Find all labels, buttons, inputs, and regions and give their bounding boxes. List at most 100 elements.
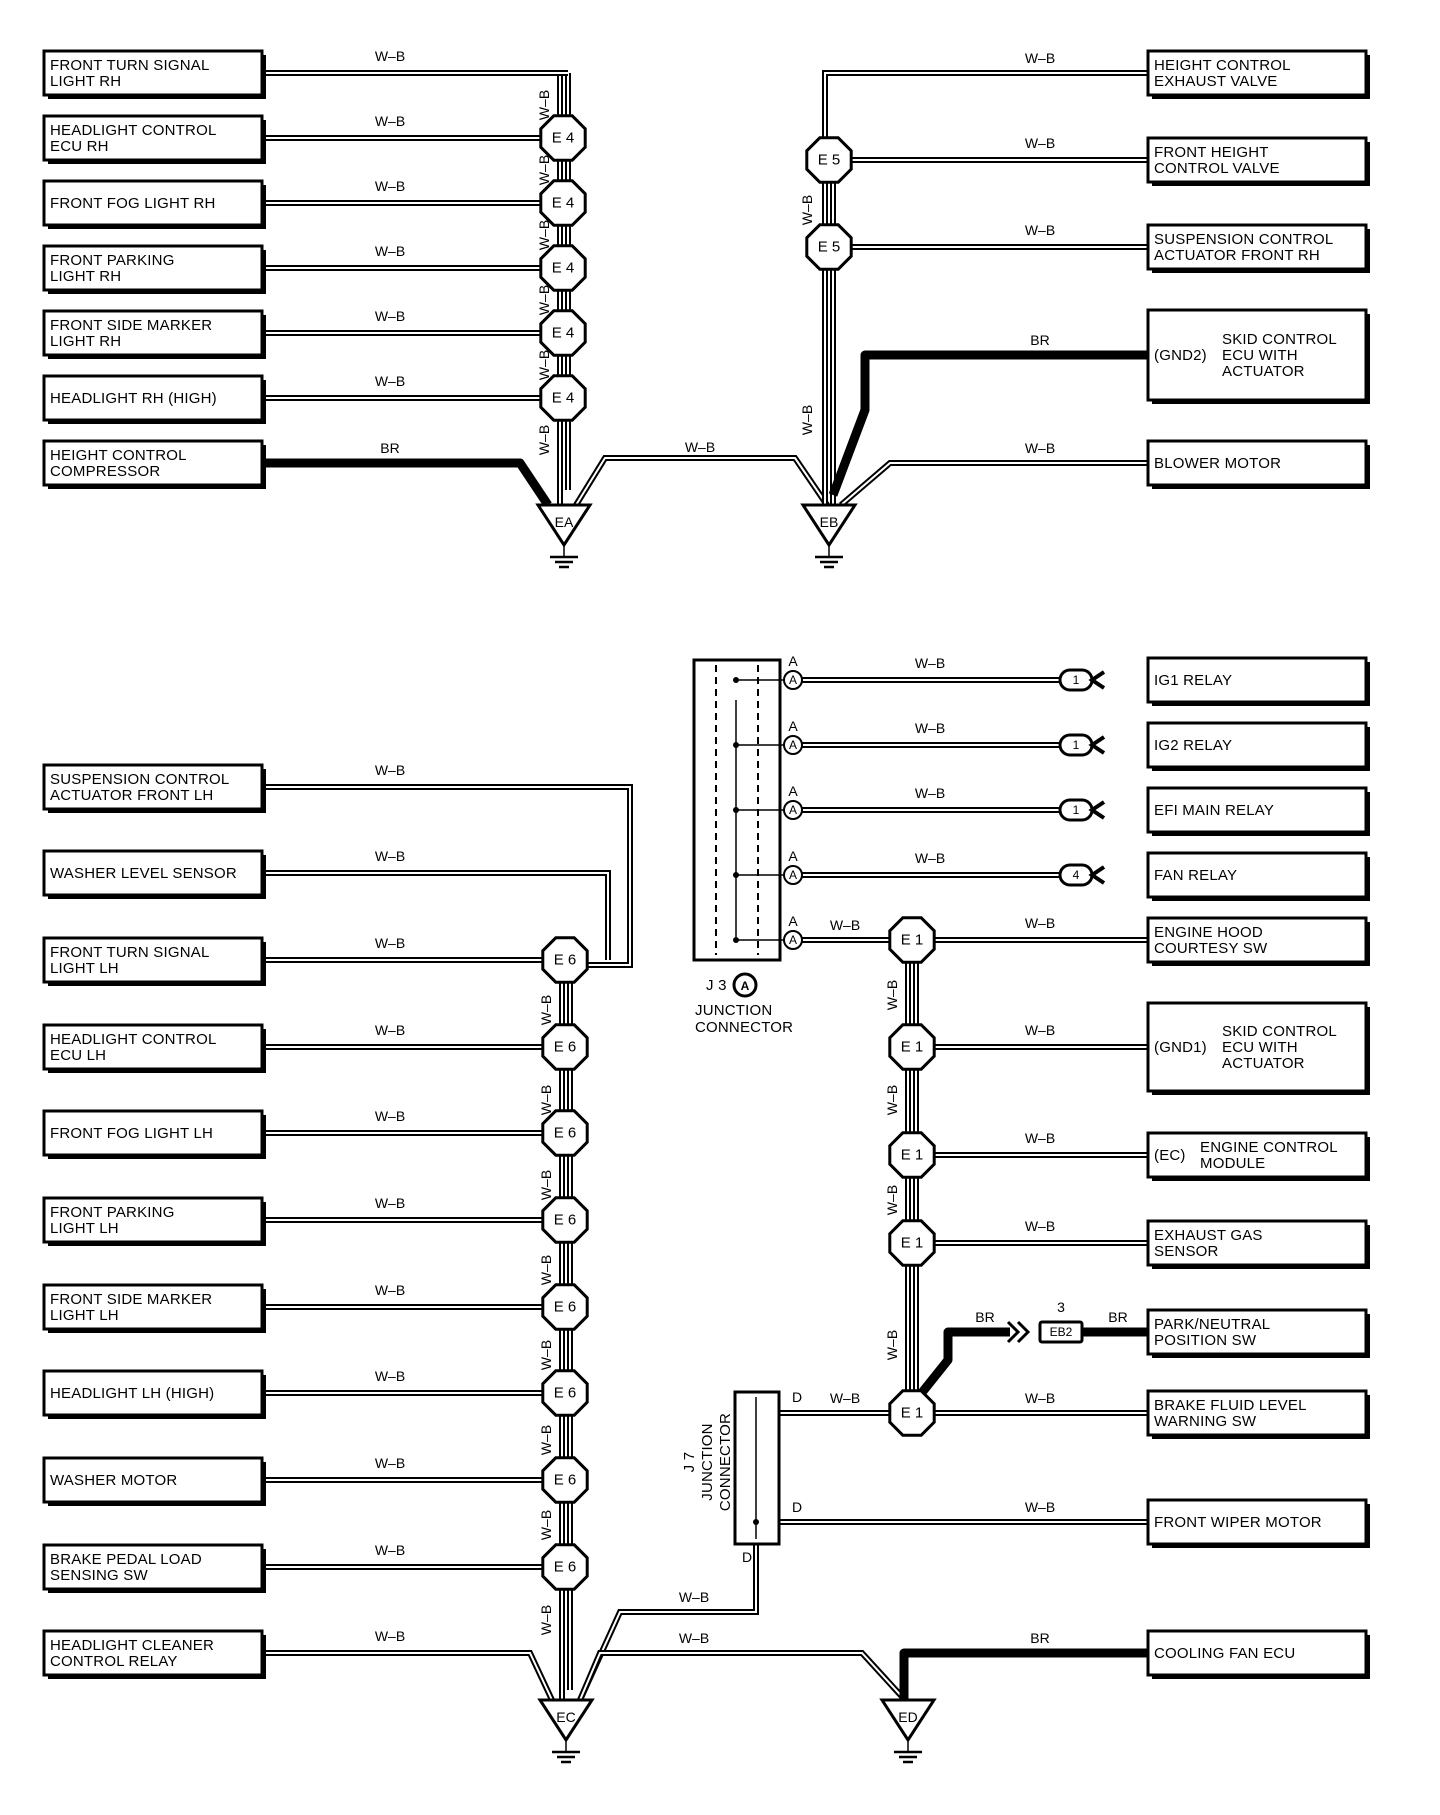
j3-bus-dot [733, 937, 739, 943]
ll-washer-level-sensor-box-label-line: WASHER LEVEL SENSOR [50, 865, 237, 882]
relay-pin-0-label: 1 [1073, 673, 1080, 687]
ll-headlight-control-box-label-line: ECU LH [50, 1047, 106, 1064]
ground-ed-label: ED [898, 1709, 917, 1725]
splice-e1-2: E 1 [888, 1131, 936, 1179]
wire-color-label: W–B [1025, 50, 1055, 66]
splice-e6-4: E 6 [541, 1109, 589, 1157]
br-wire-label: BR [1108, 1309, 1127, 1325]
lr-cooling-fan-box: COOLING FAN ECU [1146, 1629, 1370, 1679]
wire-color-label: W–B [375, 178, 405, 194]
splice-e6-7: E 6 [541, 1369, 589, 1417]
wire-color-label: W–B [1025, 1499, 1055, 1515]
j7-pin-d-2: D [792, 1499, 802, 1515]
relay-pin-2: 1 [1058, 798, 1106, 822]
splice-e6-7-shape [541, 1369, 589, 1417]
lr-park-neutral-box-frame [1146, 1308, 1368, 1356]
lr-skid-control-box-frame [1146, 1001, 1368, 1093]
splice-e5-2-shape [805, 223, 853, 271]
ec-ed-link-wire-core [579, 1652, 906, 1701]
ul-front-parking-box-frame [42, 244, 264, 292]
j7-bus-dot [753, 1519, 759, 1525]
splice-e1-3-shape [888, 1219, 936, 1267]
ll-washer-level-sensor-box-frame [42, 849, 264, 897]
ground-eb-label: EB [820, 514, 839, 530]
ll-washer-motor-box-frame [42, 1456, 264, 1504]
lr-cooling-fan-br-wire [899, 1648, 1148, 1700]
lr-engine-hood-box-label-line: ENGINE HOOD [1154, 924, 1263, 941]
splice-e6-2: E 6 [541, 936, 589, 984]
wire-color-label: W–B [1025, 1390, 1055, 1406]
splice-e6-3-shape [541, 1023, 589, 1071]
ur-height-exhaust-wire-core [824, 72, 1148, 505]
wire-color-label: W–B [1025, 915, 1055, 931]
j3-pin-letter: A [788, 783, 798, 799]
splice-e6-9-shape [541, 1543, 589, 1591]
ll-front-fog-light-lh-box: FRONT FOG LIGHT LH [42, 1109, 266, 1159]
splice-e6-9-label: E 6 [554, 1559, 577, 1576]
splice-e1-0-shape [888, 916, 936, 964]
ll-suspension-control-box-label-line: SUSPENSION CONTROL [50, 771, 229, 788]
j3-pin-letter: A [788, 848, 798, 864]
ur-skid-control-box-label-line: ACTUATOR [1222, 363, 1305, 380]
ur-front-height-box-label-line: CONTROL VALVE [1154, 160, 1280, 177]
ul-front-fog-light-rh-box-label-line: FRONT FOG LIGHT RH [50, 195, 216, 212]
lr-cooling-fan-box-frame [1146, 1629, 1368, 1677]
j7-caption-line: CONNECTOR [717, 1413, 734, 1511]
ll-headlight-cleaner-box-label-line: HEADLIGHT CLEANER [50, 1637, 214, 1654]
ll-headlight-lh-high--box-frame [42, 1369, 264, 1417]
ll-front-side-marker-box-label-line: LIGHT LH [50, 1307, 119, 1324]
ll-suspension-control-box-frame [42, 763, 264, 811]
trunk-wire-label: W–B [536, 90, 552, 120]
wire-color-label: W–B [375, 1542, 405, 1558]
j3-pin-a-4-label: A [789, 933, 797, 947]
splice-e6-4-shape [541, 1109, 589, 1157]
splice-e6-6-shape [541, 1283, 589, 1331]
relay-efi-main-relay-box: EFI MAIN RELAY [1146, 786, 1370, 836]
splice-e1-3: E 1 [888, 1219, 936, 1267]
wire-color-label: W–B [375, 48, 405, 64]
j3-bus-dot [733, 807, 739, 813]
wire-color-label: W–B [1025, 1218, 1055, 1234]
splice-e1-1-label: E 1 [901, 1039, 924, 1056]
ur-susp-front-rh-box-frame [1146, 223, 1368, 271]
splice-e5-2-label: E 5 [818, 239, 841, 256]
ll-front-parking-box-label-line: FRONT PARKING [50, 1204, 175, 1221]
splice-e1-1-shape [888, 1023, 936, 1071]
trunk-wire-label: W–B [536, 155, 552, 185]
ll-headlight-lh-high--box: HEADLIGHT LH (HIGH) [42, 1369, 266, 1419]
j7-to-ec-wire [577, 1544, 759, 1702]
splice-e5-2: E 5 [805, 223, 853, 271]
splice-e6-8-shape [541, 1456, 589, 1504]
splice-e1-4-label: E 1 [901, 1405, 924, 1422]
ur-blower-wire-core [840, 462, 1148, 506]
ground-eb: EB [800, 503, 858, 569]
lr-park-neutral-br-wire-a [912, 1327, 1010, 1403]
wire-color-label: W–B [679, 1589, 709, 1605]
relay-fan-relay-box-frame [1146, 851, 1368, 899]
lr-brake-fluid-box-label-line: WARNING SW [1154, 1413, 1257, 1430]
lr-engine-control-box-pin-label: (EC) [1154, 1147, 1186, 1164]
ul-front-parking-box-label-line: LIGHT RH [50, 268, 121, 285]
br-wire-label: BR [1030, 1630, 1049, 1646]
wire-color-label: W–B [375, 1628, 405, 1644]
wire-color-label: W–B [375, 762, 405, 778]
ur-blower-wire [839, 460, 1148, 508]
lr-skid-control-box-label-line: ECU WITH [1222, 1039, 1298, 1056]
ll-brake-pedal-load-box-label-line: SENSING SW [50, 1567, 148, 1584]
trunk-wire-label: W–B [536, 350, 552, 380]
trunk-wire-label: W–B [538, 1510, 554, 1540]
splice-e6-7-label: E 6 [554, 1385, 577, 1402]
splice-e4-5-shape [539, 374, 587, 422]
trunk-wire-label: W–B [538, 1605, 554, 1635]
lr-exhaust-gas-box-label-line: EXHAUST GAS [1154, 1227, 1263, 1244]
relay-pin-1-label: 1 [1073, 738, 1080, 752]
ul-headlight-control-box-label-line: HEADLIGHT CONTROL [50, 122, 216, 139]
ll-front-parking-box-frame [42, 1196, 264, 1244]
